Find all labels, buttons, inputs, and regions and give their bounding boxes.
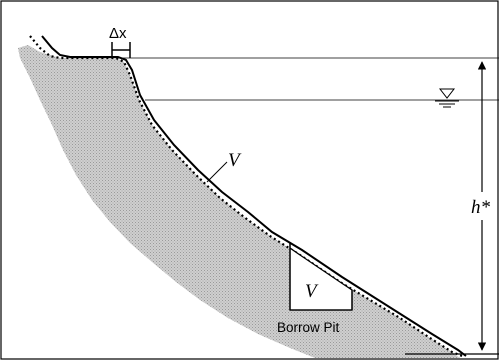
borrow-pit-interior-shade [291,250,351,309]
water-level-triangle-icon [435,88,459,108]
upper-volume-leader [206,161,228,183]
borrow-pit-label: Borrow Pit [277,320,340,335]
delta-x-label: Δx [109,25,127,42]
sand-body [18,45,460,358]
delta-x-marker [111,42,131,58]
borrow-pit-volume-label: V [305,281,319,302]
new-profile-solid [41,35,467,357]
depth-label: h* [471,197,491,218]
upper-volume-label: V [228,150,242,171]
depth-label-background [470,192,496,220]
